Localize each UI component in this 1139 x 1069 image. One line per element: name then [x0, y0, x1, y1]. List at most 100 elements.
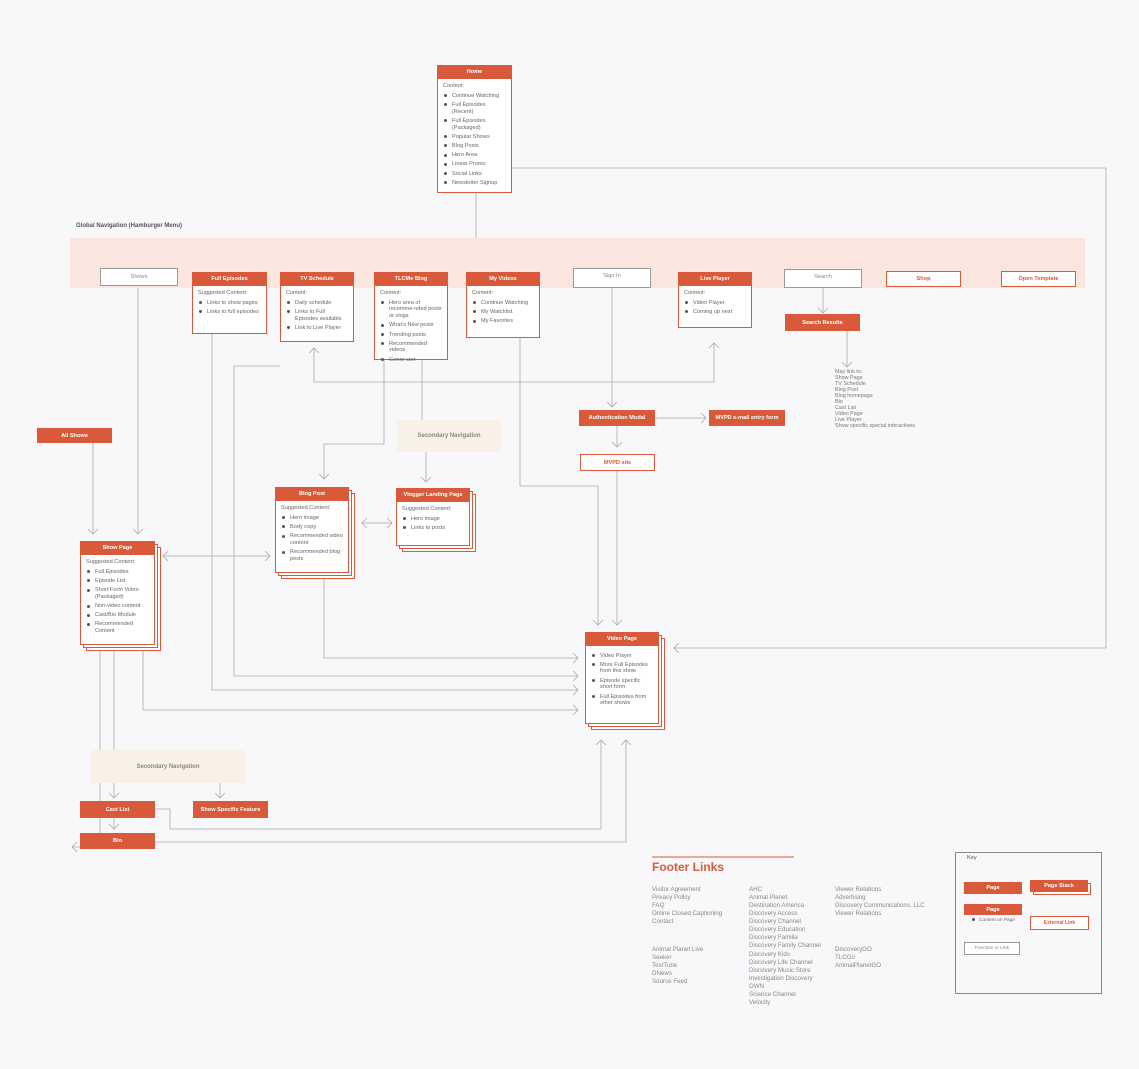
video-page-node[interactable]: Video Page Video Player More Full Episod… [585, 632, 659, 724]
footer-link[interactable]: Investigation Discovery [749, 974, 813, 982]
list-item: Video Page [835, 411, 863, 418]
list-item: Coming up next [684, 309, 746, 316]
content-label: Content: [380, 290, 402, 296]
list-item: Episode specific short form [591, 678, 653, 691]
content-label: Content: [684, 290, 706, 296]
list-item: Recommended videos [380, 341, 442, 354]
footer-link[interactable]: Viewer Relations [835, 910, 882, 918]
footer-link[interactable]: DNews [652, 970, 672, 978]
list-item: More Full Episodes from this show [591, 662, 653, 675]
nav-search[interactable]: Search [784, 269, 862, 288]
key-content-label: Content on Page [979, 918, 1016, 923]
footer-link[interactable]: Seeker [652, 954, 672, 962]
key-external-link: External Link [1030, 916, 1089, 930]
list-item: Links to full episodes [198, 309, 261, 316]
list-item: Cast List [835, 405, 856, 412]
list-item: Blog Post [835, 387, 859, 394]
vlogger-title: Vlogger Landing Page [397, 489, 469, 502]
footer-link[interactable]: Privacy Policy [652, 894, 691, 902]
footer-link[interactable]: Discovery Music Store [749, 966, 811, 974]
footer-link[interactable]: Discovery Life Channel [749, 958, 813, 966]
list-item: Hero image [281, 515, 343, 522]
footer-col-1b: Animal Planet Live Seeker TestTube DNews… [652, 946, 703, 986]
list-item: Social Links [443, 171, 506, 178]
authentication-modal-node[interactable]: Authentication Modal [579, 410, 655, 426]
content-label: Content: [286, 290, 308, 296]
nav-shop[interactable]: Shop [886, 271, 961, 287]
cast-list-node[interactable]: Cast List [80, 801, 155, 818]
all-shows-node[interactable]: All Shows [37, 428, 112, 443]
footer-link[interactable]: Discovery Education [749, 926, 806, 934]
footer-link[interactable]: AHC [749, 886, 763, 893]
vlogger-landing-node[interactable]: Vlogger Landing Page Suggested Content: … [396, 488, 470, 546]
list-item: Daily schedule [286, 300, 348, 307]
list-item: Links to posts [402, 525, 464, 532]
mvpd-form-node[interactable]: MVPD e-mail entry form [709, 410, 785, 426]
list-item: Recommended video content [281, 533, 343, 546]
show-page-title: Show Page [81, 542, 154, 555]
list-item: Full Episodes [86, 569, 149, 576]
footer-link[interactable]: Animal Planet [749, 894, 788, 902]
list-item: Hero Area [443, 152, 506, 159]
nav-open-template[interactable]: Open Template [1001, 271, 1076, 287]
mvpd-site-node[interactable]: MVPD site [580, 454, 655, 471]
footer-link[interactable]: Science Channel [749, 990, 796, 998]
footer-link[interactable]: Destination America [749, 902, 805, 910]
footer-link[interactable]: DiscoveryGO [835, 946, 872, 953]
search-results-node[interactable]: Search Results [785, 314, 860, 331]
search-results-links: May link to: Show Page TV Schedule Blog … [835, 369, 915, 429]
nav-sign-in[interactable]: Sign In [573, 268, 651, 288]
show-specific-feature-node[interactable]: Show Specific Feature [193, 801, 268, 818]
show-page-node[interactable]: Show Page Suggested Content: Full Episod… [80, 541, 155, 645]
footer-link[interactable]: Discovery Familia [749, 934, 798, 942]
footer-link[interactable]: Animal Planet Live [652, 946, 704, 953]
footer-link[interactable]: TestTube [652, 962, 678, 970]
footer-link[interactable]: Discovery Family Channel [749, 942, 821, 950]
list-item: TV Schedule [835, 381, 866, 388]
list-item: Full Episodes from other shows [591, 694, 653, 707]
footer-link[interactable]: Discovery Kids [749, 950, 790, 958]
bio-node[interactable]: Bio [80, 833, 155, 849]
nav-full-episodes[interactable]: Full Episodes Suggested Content: Links t… [192, 272, 267, 334]
global-nav-title: Global Navigation (Hamburger Menu) [76, 223, 183, 229]
footer-link[interactable]: Discovery Access [749, 910, 798, 918]
tv-schedule-title: TV Schedule [281, 273, 353, 286]
home-content-label: Content: [443, 83, 465, 89]
home-page-node[interactable]: Home Content: Continue Watching Full Epi… [437, 65, 512, 193]
footer-link[interactable]: Source Feed [652, 978, 688, 986]
nav-my-videos[interactable]: My Videos Content: Continue Watching My … [466, 272, 540, 338]
list-item: Hero area of recomme-nded posts or vlogs [380, 300, 442, 320]
list-item: Links to show pages [198, 300, 261, 307]
content-label: Suggested Content: [402, 506, 452, 512]
nav-tv-schedule[interactable]: TV Schedule Content: Daily schedule Link… [280, 272, 354, 342]
nav-shows[interactable]: Shows [100, 268, 178, 286]
list-item: Genre sort [380, 357, 442, 364]
home-title: Home [438, 66, 511, 79]
blog-post-node[interactable]: Blog Post Suggested Content: Hero image … [275, 487, 349, 573]
list-item: Newsletter Signup [443, 180, 506, 187]
footer-link[interactable]: TLCGo [835, 954, 855, 962]
footer-link[interactable]: Viewer Relations [835, 886, 882, 893]
list-item: What's New posts [380, 322, 442, 329]
video-page-title: Video Page [586, 633, 658, 646]
footer-link[interactable]: AnimalPlanetGO [835, 962, 882, 970]
list-item: Show specific special interactives [835, 423, 915, 430]
footer-link[interactable]: Visitor Agreement [652, 886, 701, 893]
footer-link[interactable]: Contact [652, 918, 674, 926]
content-label: Suggested Content: [281, 505, 331, 511]
footer-link[interactable]: Velocity [749, 998, 771, 1006]
footer-link[interactable]: Advertising [835, 894, 866, 902]
list-item: Blog Posts [443, 143, 506, 150]
footer-link[interactable]: FAQ [652, 902, 665, 910]
nav-tlcme-blog[interactable]: TLCMe Blog Content: Hero area of recomme… [374, 272, 448, 363]
footer-link[interactable]: OWN [749, 982, 765, 990]
list-item: Short Form Video (Packaged) [86, 587, 149, 600]
full-episodes-title: Full Episodes [193, 273, 266, 286]
footer-link[interactable]: Online Closed Captioning [652, 910, 723, 918]
nav-live-player[interactable]: Live Player Content: Video Player Coming… [678, 272, 752, 328]
key-page: Page [964, 882, 1022, 894]
bullet-icon [972, 918, 975, 922]
footer-link[interactable]: Discovery Channel [749, 918, 801, 926]
footer-link[interactable]: Discovery Communications, LLC [835, 902, 925, 910]
